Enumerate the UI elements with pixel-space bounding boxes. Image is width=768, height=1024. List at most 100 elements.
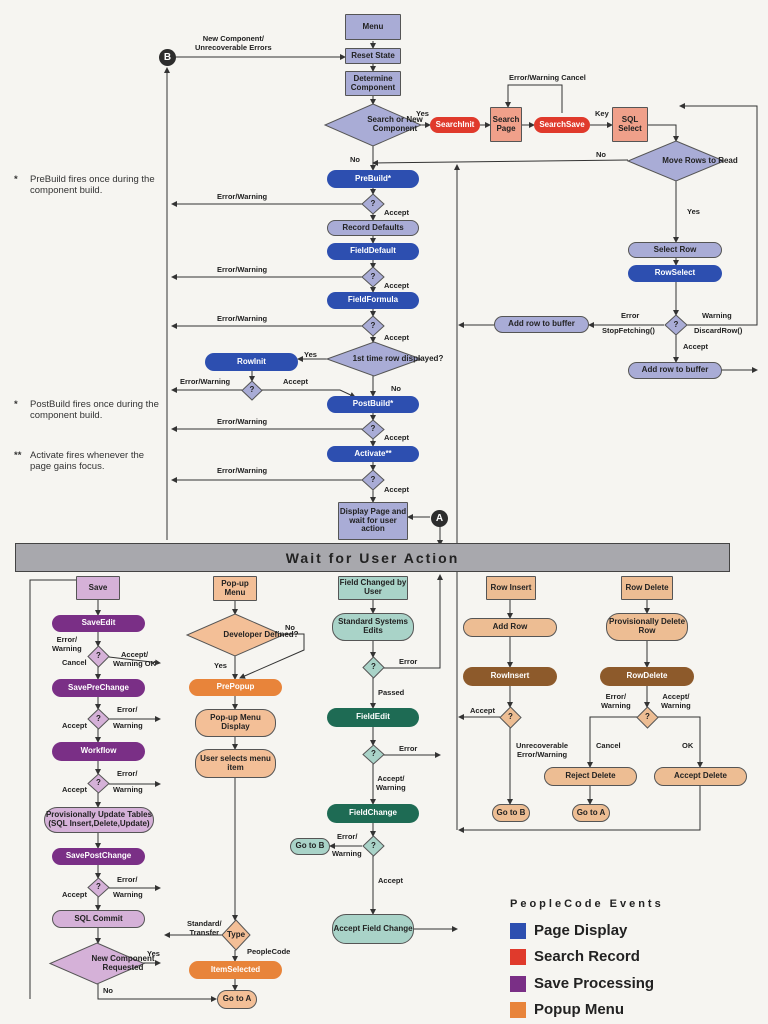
label-error-warning-5: Error/Warning [217, 466, 268, 475]
legend-swatch-page-display [510, 922, 526, 939]
label-error-warning-saveedit: Error/ Warning [52, 635, 82, 653]
itemselected-event: ItemSelected [189, 961, 282, 979]
new-component-requested-decision: New Component Requested [48, 942, 155, 985]
label-accept-s1: Accept [62, 721, 88, 730]
fieldformula-check: ? [361, 315, 385, 337]
fielddefault-event: FieldDefault [327, 243, 419, 260]
label-accept-fc: Accept [378, 876, 404, 885]
first-time-row-decision: 1st time row displayed? [325, 341, 443, 377]
label-warning-s1: Warning [113, 721, 143, 730]
user-selects-box: User selects menu item [195, 749, 276, 778]
legend-label-save-processing: Save Processing [534, 975, 655, 992]
legend-swatch-popup-menu [510, 1001, 526, 1018]
label-accept-warning-delete: Accept/ Warning [661, 692, 691, 710]
postbuild-check: ? [361, 419, 385, 440]
rowselect-check: ? [664, 314, 688, 336]
label-passed: Passed [378, 688, 405, 697]
menu-box: Menu [345, 14, 401, 40]
label-no-newcomp: No [103, 986, 113, 995]
label-accept-warning-fieldedit: Accept/ Warning [376, 774, 406, 792]
label-yes-moverows: Yes [687, 207, 700, 216]
standard-edits-check: ? [362, 656, 385, 679]
label-new-component-unrecoverable: New Component/ Unrecoverable Errors [195, 34, 272, 52]
rowinsert-check: ? [499, 706, 522, 729]
legend-item-page-display: Page Display [510, 922, 627, 939]
fieldformula-event: FieldFormula [327, 292, 419, 309]
row-insert-box: Row Insert [486, 576, 536, 600]
developer-defined-decision: Developer Defined? [185, 613, 299, 657]
label-error-warning-4: Error/Warning [217, 417, 268, 426]
label-warning-s3: Warning [113, 890, 143, 899]
add-row-buffer-left-box: Add row to buffer [494, 316, 589, 333]
label-accept-rowinit: Accept [283, 377, 309, 386]
rowselect-event: RowSelect [628, 265, 722, 282]
label-error-warning-2: Error/Warning [217, 265, 268, 274]
rowinsert-event: RowInsert [463, 667, 557, 686]
wait-for-user-action-bar: Wait for User Action [15, 543, 730, 572]
label-stopfetching: StopFetching() [602, 326, 655, 335]
label-yes-search: Yes [416, 109, 429, 118]
label-yes-developer: Yes [214, 661, 227, 670]
prebuild-note: *PreBuild fires once during the componen… [14, 174, 155, 197]
reject-delete-box: Reject Delete [544, 767, 637, 786]
label-accept-1: Accept [384, 208, 410, 217]
postbuild-event: PostBuild* [327, 396, 419, 413]
activate-event: Activate** [327, 446, 419, 462]
fieldedit-event: FieldEdit [327, 708, 419, 727]
prebuild-check: ? [361, 193, 385, 215]
postbuild-note: *PostBuild fires once during the compone… [14, 399, 159, 422]
fieldchange-check: ? [362, 835, 385, 857]
label-unrecoverable: Unrecoverable Error/Warning [516, 741, 569, 759]
savepostchange-check: ? [87, 877, 110, 898]
prepopup-event: PrePopup [189, 679, 282, 696]
label-error-warning-3: Error/Warning [217, 314, 268, 323]
workflow-event: Workflow [52, 742, 145, 761]
rowdelete-check: ? [636, 706, 659, 729]
label-no-search: No [350, 155, 360, 164]
sql-commit-box: SQL Commit [52, 910, 145, 928]
popup-menu-box: Pop-up Menu [213, 576, 257, 601]
connector-a: A [431, 510, 448, 527]
go-to-a-popup: Go to A [217, 990, 257, 1009]
provisionally-update-box: Provisionally Update Tables (SQL Insert,… [44, 807, 154, 833]
label-accept-3: Accept [384, 333, 410, 342]
fieldchange-event: FieldChange [327, 804, 419, 823]
go-to-a-delete: Go to A [572, 804, 610, 822]
legend-swatch-search-record [510, 948, 526, 965]
saveprechange-event: SavePreChange [52, 679, 145, 697]
move-rows-decision: Move Rows to Read [626, 140, 738, 182]
label-accept-5: Accept [384, 485, 410, 494]
legend-swatch-save-processing [510, 975, 526, 992]
label-accept-warning-ok: Accept/ Warning OK [113, 650, 157, 668]
display-page-box: Display Page and wait for user action [338, 502, 408, 540]
determine-component-box: Determine Component [345, 71, 401, 96]
select-row-box: Select Row [628, 242, 722, 258]
legend-label-popup-menu: Popup Menu [534, 1001, 624, 1018]
label-accept-rowselect: Accept [683, 342, 709, 351]
label-discardrow: DiscardRow() [694, 326, 743, 335]
label-warning-fc: Warning [332, 849, 362, 858]
connector-b: B [159, 49, 176, 66]
popup-menu-display-box: Pop-up Menu Display [195, 709, 276, 737]
label-accept-s3: Accept [62, 890, 88, 899]
legend-item-search-record: Search Record [510, 948, 640, 965]
label-cancel-saveedit: Cancel [62, 658, 87, 667]
reset-state-box: Reset State [345, 48, 401, 64]
label-error-warning-rowinit: Error/Warning [180, 377, 231, 386]
label-accept-4: Accept [384, 433, 410, 442]
label-warning-rowselect: Warning [702, 311, 732, 320]
rowinit-event: RowInit [205, 353, 298, 371]
label-no-firsttime: No [391, 384, 401, 393]
saveedit-event: SaveEdit [52, 615, 145, 632]
label-accept-s2: Accept [62, 785, 88, 794]
label-error-fieldedit: Error [399, 744, 418, 753]
label-error-warning-1: Error/Warning [217, 192, 268, 201]
label-error-slash-2: Error/ [117, 769, 138, 778]
go-to-b-field: Go to B [290, 838, 330, 855]
record-defaults-box: Record Defaults [327, 220, 419, 236]
field-changed-box: Field Changed by User [338, 576, 408, 600]
saveprechange-check: ? [87, 708, 110, 730]
prebuild-event: PreBuild* [327, 170, 419, 188]
save-box: Save [76, 576, 120, 600]
